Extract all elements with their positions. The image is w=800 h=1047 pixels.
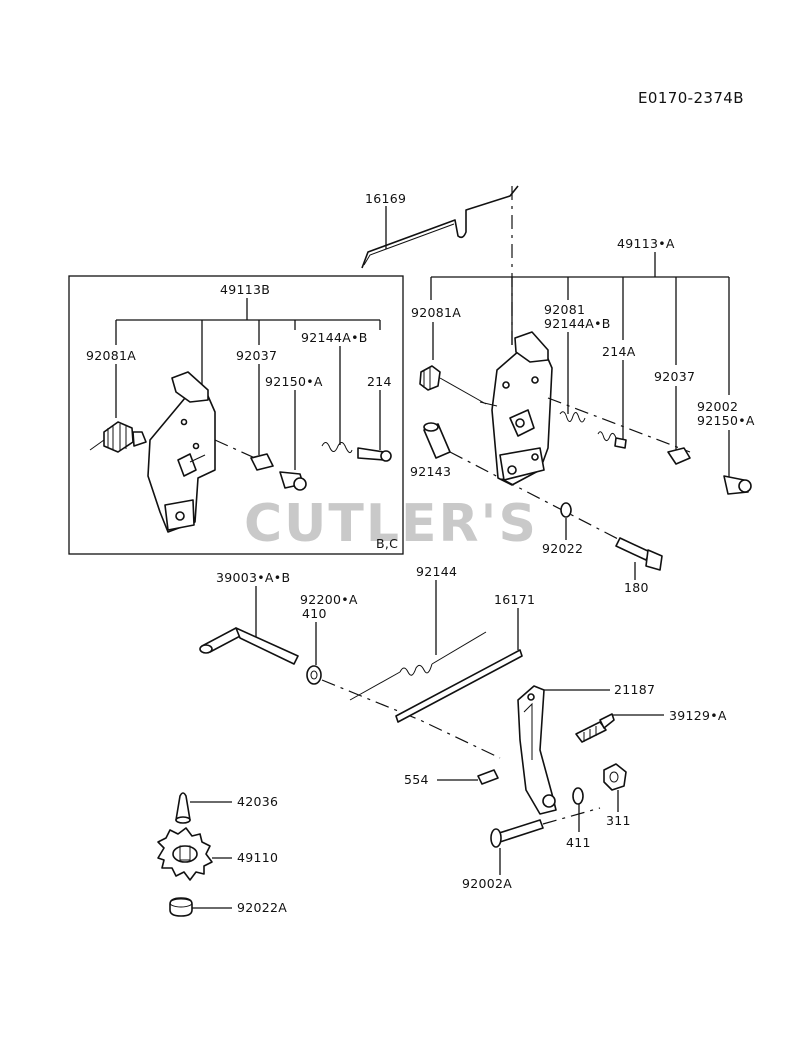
label-554: 554 [404,772,429,787]
washer-92022 [560,502,572,518]
label-180: 180 [624,580,649,595]
label-92200: 92200•A [300,592,358,607]
label-49110: 49110 [237,850,278,865]
washer-92022A [169,897,193,917]
axis-line-lower [321,679,501,759]
label-92143: 92143 [410,464,451,479]
label-92037-inset: 92037 [236,348,277,363]
spring-92144 [349,631,487,701]
screw-214A [597,431,627,449]
label-214A: 214A [602,344,636,359]
screw-92150A-inset [279,471,307,491]
label-21187: 21187 [614,682,655,697]
spring-92144AB-inset [321,442,353,454]
label-92002: 92002 [697,399,738,414]
label-92144AB-inset: 92144A•B [301,330,368,345]
clip-554 [477,769,499,785]
washer-411 [572,787,584,805]
label-311: 311 [606,813,631,828]
washer-410 [306,665,322,685]
label-92150A: 92150•A [697,413,755,428]
inset-variant-label: B,C [376,536,398,551]
label-92150A-inset: 92150•A [265,374,323,389]
label-92022A: 92022A [237,900,287,915]
spring-92144AB [547,397,691,453]
lever-21187 [517,685,557,815]
bolt-92002A [490,807,601,848]
spring-92081A-inset [89,421,147,453]
label-42036: 42036 [237,794,278,809]
collar-92143 [423,422,621,541]
label-410: 410 [302,606,327,621]
control-bracket-inset [147,371,216,533]
cable-end-39129A [575,713,615,743]
watermark: CUTLER'S [244,494,538,554]
label-49113B: 49113B [220,282,270,297]
label-411: 411 [566,835,591,850]
axis-line-inset [214,439,256,459]
nut-311 [603,763,627,791]
screw-92002 [723,475,752,495]
label-39129: 39129•A [669,708,727,723]
spring-92081A [419,365,487,405]
leader-49113B [115,298,381,395]
label-92081A-inset: 92081A [86,348,136,363]
label-92002A: 92002A [462,876,512,891]
diagram-code: E0170-2374B [638,89,744,107]
shaft-39003 [199,627,299,665]
label-92081: 92081 [544,302,585,317]
knob-42036 [175,792,191,824]
clip-92037-inset [250,453,274,471]
label-92144AB: 92144A•B [544,316,611,331]
label-39003: 39003•A•B [216,570,290,585]
clip-92037 [667,447,691,465]
bolt-180 [615,537,663,571]
cable-16169 [361,185,519,269]
label-92022: 92022 [542,541,583,556]
control-bracket-main [479,331,553,486]
rod-16171 [395,649,523,723]
screw-214-inset [357,447,392,462]
gear-49110 [157,827,213,881]
label-16169: 16169 [365,191,406,206]
label-49113A: 49113•A [617,236,675,251]
label-92081A: 92081A [411,305,461,320]
label-16171: 16171 [494,592,535,607]
label-214-inset: 214 [367,374,392,389]
label-92144: 92144 [416,564,457,579]
label-92037: 92037 [654,369,695,384]
inset-box [68,275,404,555]
